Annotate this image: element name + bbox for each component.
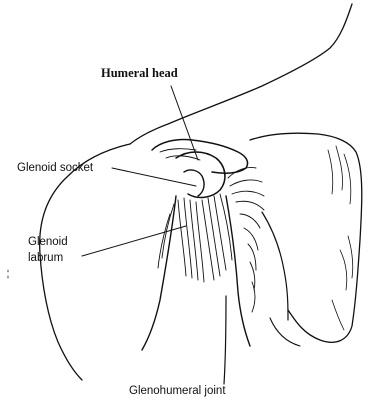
- glenoid-socket-leader-line: [112, 168, 196, 186]
- label-humeral-head: Humeral head: [101, 67, 178, 80]
- acromion-outline: [152, 139, 248, 173]
- joint-muscle-hatching: [158, 167, 264, 312]
- glenoid-socket-outline: [184, 170, 204, 196]
- label-glenoid-labrum-line2: labrum: [28, 252, 63, 265]
- scapula-shading: [328, 146, 353, 330]
- caption-glenohumeral-joint: Glenohumeral joint: [129, 385, 226, 398]
- humerus-shaft-left: [142, 196, 176, 350]
- lower-body-contour: [262, 212, 288, 320]
- label-glenoid-socket: Glenoid socket: [17, 162, 93, 175]
- scapula-outline: [250, 133, 362, 342]
- humerus-shaft-right: [226, 196, 250, 346]
- lower-body-contour-2: [270, 318, 300, 346]
- label-glenoid-labrum-line1: Glenoid: [28, 236, 68, 249]
- arm-inner-outline: [224, 296, 226, 384]
